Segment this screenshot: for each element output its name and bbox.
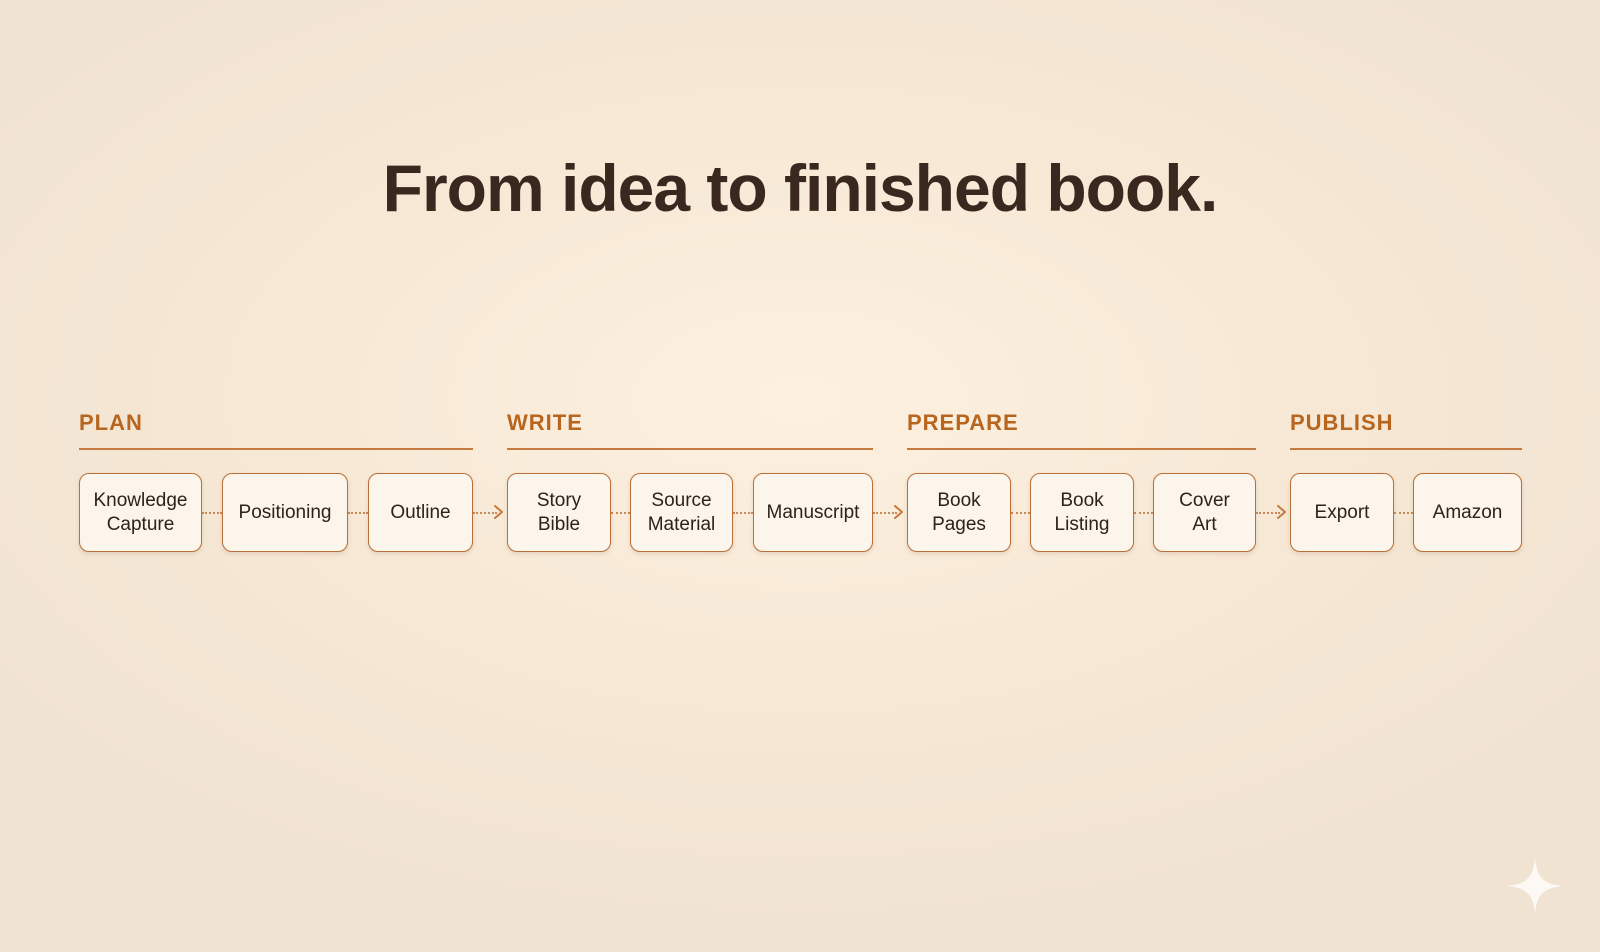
node-positioning[interactable]: Positioning (222, 473, 348, 552)
phase-plan-divider (79, 448, 473, 450)
page-title: From idea to finished book. (382, 151, 1219, 225)
connector-dotted (1394, 512, 1413, 514)
node-manuscript[interactable]: Manuscript (753, 473, 873, 552)
sparkle-icon (1507, 857, 1563, 915)
connector-arrow (1256, 512, 1280, 514)
phase-prepare-heading: PREPARE (907, 410, 1019, 435)
node-outline[interactable]: Outline (368, 473, 473, 552)
phase-publish-heading: PUBLISH (1290, 410, 1394, 435)
connector-dotted (202, 512, 222, 514)
arrow-right-icon (894, 505, 903, 519)
arrow-right-icon (1277, 505, 1286, 519)
connector-dotted (348, 512, 368, 514)
phase-publish-divider (1290, 448, 1522, 450)
connector-dotted (611, 512, 630, 514)
phase-plan-heading: PLAN (79, 410, 143, 435)
phase-write-divider (507, 448, 873, 450)
connector-dotted (733, 512, 753, 514)
connector-dotted (1011, 512, 1030, 514)
connector-dotted (1134, 512, 1153, 514)
phase-write-heading: WRITE (507, 410, 583, 435)
connector-arrow (873, 512, 897, 514)
node-export[interactable]: Export (1290, 473, 1394, 552)
phase-prepare-divider (907, 448, 1256, 450)
connector-arrow (473, 512, 497, 514)
node-amazon[interactable]: Amazon (1413, 473, 1522, 552)
arrow-right-icon (494, 505, 503, 519)
